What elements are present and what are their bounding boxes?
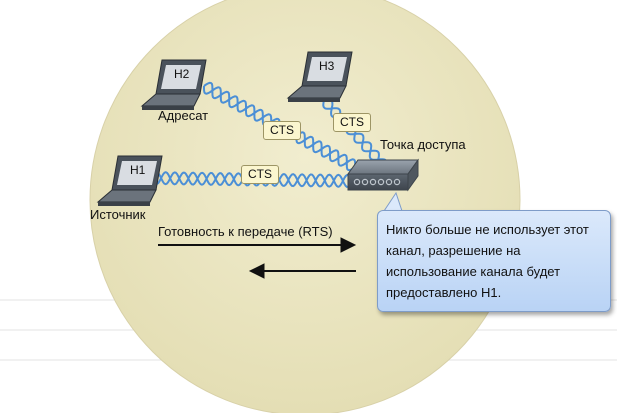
callout-text: Никто больше не использует этот канал, р… [386, 222, 589, 300]
laptop-h1-icon [96, 155, 163, 206]
return-arrow [248, 263, 356, 279]
cts-frame-h2: CTS [263, 121, 301, 140]
access-point-caption: Точка доступа [380, 137, 466, 152]
destination-caption: Адресат [158, 108, 209, 123]
cts-frame-h3: CTS [333, 113, 371, 132]
source-caption: Источник [90, 207, 146, 222]
cts-frame-h1: CTS [241, 165, 279, 184]
rts-arrow [158, 237, 357, 253]
coverage-disk [89, 0, 521, 413]
rts-label: Готовность к передаче (RTS) [158, 224, 333, 239]
laptop-h1-label: H1 [130, 163, 146, 177]
laptop-h2-label: H2 [174, 67, 190, 81]
info-callout: Никто больше не использует этот канал, р… [377, 210, 611, 312]
laptop-h3-label: H3 [319, 59, 335, 73]
laptop-h2-icon [140, 59, 207, 110]
laptop-h3-icon [286, 51, 353, 102]
access-point-icon [347, 158, 419, 192]
